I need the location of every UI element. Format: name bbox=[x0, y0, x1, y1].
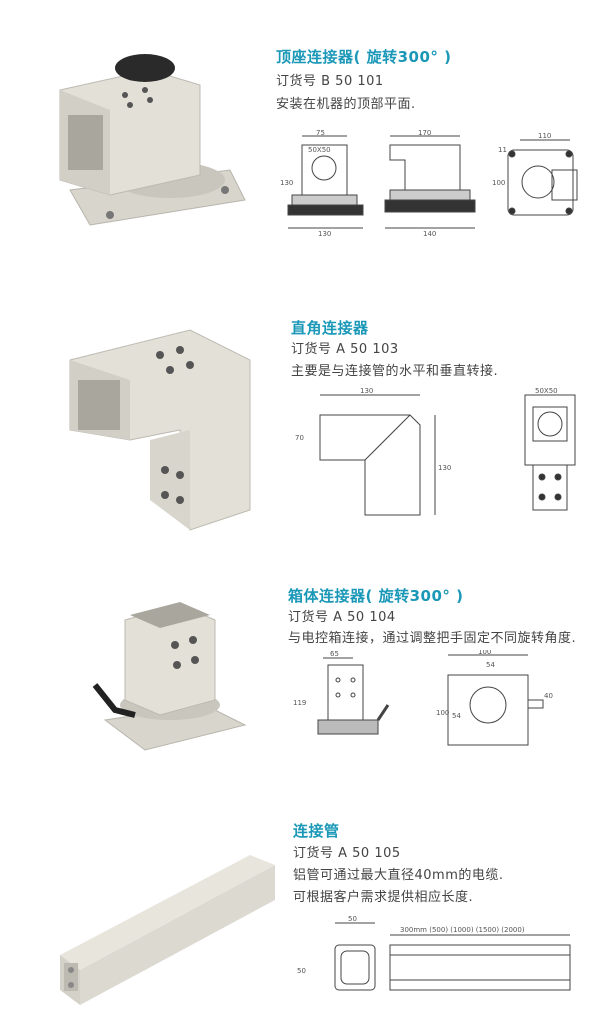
dim-label: 54 bbox=[452, 712, 461, 720]
top-connector-photo bbox=[59, 54, 246, 226]
order-number: 订货号 A 50 103 bbox=[291, 342, 399, 357]
product-title: 直角连接器 bbox=[291, 319, 369, 337]
dim-label: 40 bbox=[544, 692, 553, 700]
dim-label: 100 bbox=[478, 650, 491, 656]
dim-label: 75 bbox=[316, 130, 325, 137]
product-description: 铝管可通过最大直径40mm的电缆. bbox=[293, 868, 504, 883]
dim-label: 54 bbox=[486, 661, 495, 669]
dim-label: 130 bbox=[280, 179, 293, 187]
connecting-tube-photo bbox=[60, 855, 275, 1005]
product-section-box-connector: 箱体连接器( 旋转300° ) 订货号 A 50 104 与电控箱连接，通过调整… bbox=[0, 575, 609, 775]
angle-connector-photo bbox=[69, 329, 251, 531]
dim-label: 50X50 bbox=[535, 387, 558, 395]
box-connector-photo bbox=[92, 602, 247, 751]
product-description: 与电控箱连接，通过调整把手固定不同旋转角度. bbox=[288, 631, 577, 646]
product-title: 箱体连接器( 旋转300° ) bbox=[288, 587, 464, 605]
dim-label: 100 bbox=[436, 709, 449, 717]
order-number: 订货号 A 50 105 bbox=[293, 846, 401, 861]
product-description: 安装在机器的顶部平面. bbox=[276, 97, 416, 112]
dim-label: 300mm (500) (1000) (1500) (2000) bbox=[400, 926, 525, 934]
dim-label: 130 bbox=[438, 464, 451, 472]
dim-label: 50X50 bbox=[308, 146, 331, 154]
dim-label: 110 bbox=[538, 132, 551, 140]
dim-label: 50 bbox=[297, 967, 306, 975]
order-number: 订货号 B 50 101 bbox=[276, 74, 384, 89]
angle-connector-drawing: 130 70 130 50X50 bbox=[295, 387, 576, 516]
dim-label: 70 bbox=[295, 434, 304, 442]
product-section-connecting-tube: 连接管 订货号 A 50 105 铝管可通过最大直径40mm的电缆. 可根据客户… bbox=[0, 800, 609, 1024]
dim-label: 11 bbox=[498, 146, 507, 154]
order-number: 订货号 A 50 104 bbox=[288, 610, 396, 625]
dim-label: 50 bbox=[348, 915, 357, 923]
product-title: 连接管 bbox=[293, 822, 340, 840]
product-description: 可根据客户需求提供相应长度. bbox=[293, 890, 474, 905]
dim-label: 100 bbox=[492, 179, 505, 187]
product-title: 顶座连接器( 旋转300° ) bbox=[276, 48, 452, 66]
top-connector-drawing: 75 50X50 130 130 170 140 110 100 11 bbox=[280, 130, 578, 238]
box-connector-drawing: 65 119 100 54 40 100 54 bbox=[293, 650, 553, 746]
dim-label: 130 bbox=[360, 387, 373, 395]
product-section-top-connector: 顶座连接器( 旋转300° ) 订货号 B 50 101 安装在机器的顶部平面.… bbox=[0, 0, 609, 260]
product-section-angle-connector: 直角连接器 订货号 A 50 103 主要是与连接管的水平和垂直转接. 130 … bbox=[0, 290, 609, 531]
dim-label: 65 bbox=[330, 650, 339, 658]
dim-label: 119 bbox=[293, 699, 306, 707]
dim-label: 140 bbox=[423, 230, 436, 238]
product-description: 主要是与连接管的水平和垂直转接. bbox=[291, 364, 499, 379]
dim-label: 170 bbox=[418, 130, 431, 137]
connecting-tube-drawing: 50 50 300mm (500) (1000) (1500) (2000) bbox=[297, 915, 571, 991]
dim-label: 130 bbox=[318, 230, 331, 238]
